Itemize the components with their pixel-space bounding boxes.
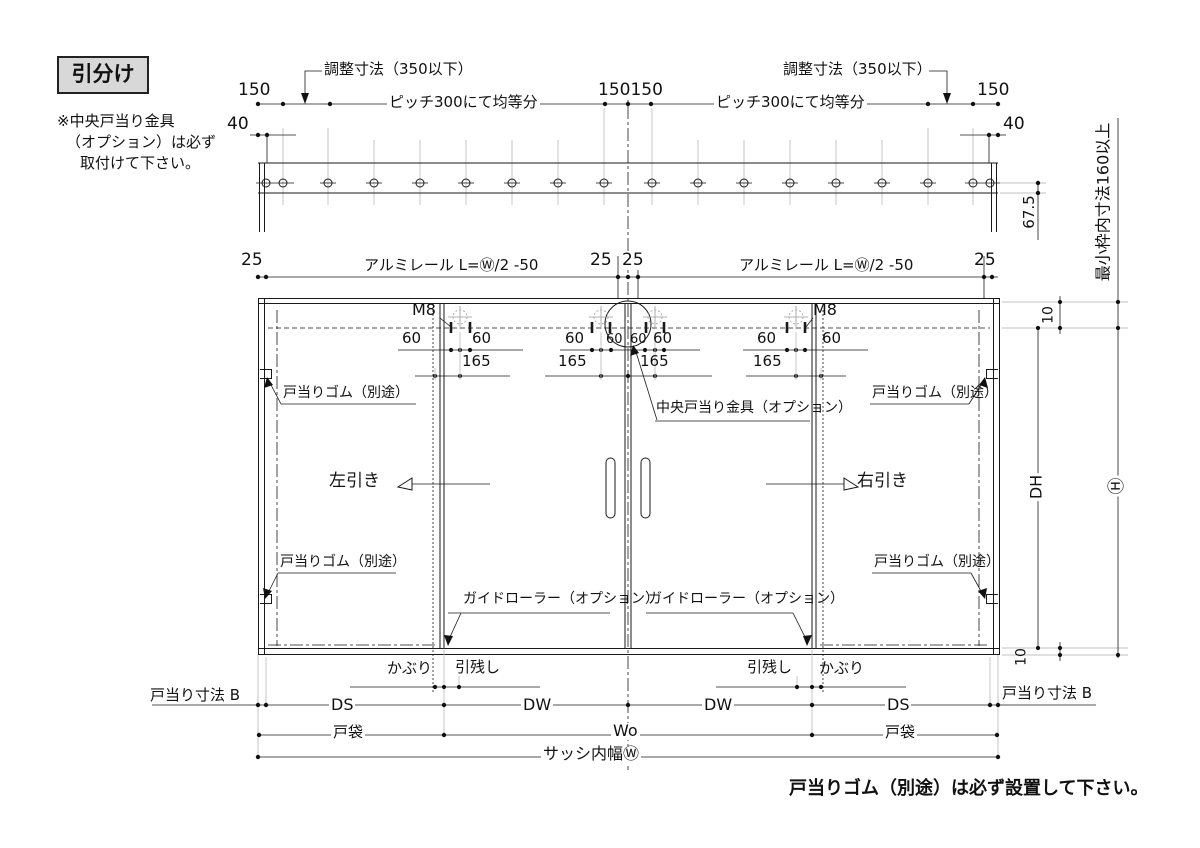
- center-stop-label: 中央戸当り金具（オプション）: [656, 400, 852, 416]
- dim-60-1: 60: [402, 329, 422, 347]
- kaburi-label-right: かぶり: [819, 659, 865, 677]
- left-door-handle: [605, 457, 616, 519]
- dim-150-right: 150: [977, 80, 1010, 100]
- dim-ds-right: DS: [885, 695, 912, 714]
- adjust-dim-label-right: 調整寸法（350以下）: [783, 60, 932, 78]
- dim-165-3: 165: [640, 352, 669, 370]
- stop-rubber-label-tr: 戸当りゴム（別途）: [872, 385, 998, 401]
- dim-ds-left: DS: [329, 695, 356, 714]
- dim-165-2: 165: [558, 352, 587, 370]
- stop-rubber-label-tl: 戸当りゴム（別途）: [283, 385, 409, 401]
- dim-60-6: 60: [653, 329, 673, 347]
- dim-60-3: 60: [565, 329, 585, 347]
- dim-60-8: 60: [822, 329, 842, 347]
- m8-label-left: M8: [412, 300, 436, 319]
- rail-holes: [256, 178, 1000, 188]
- alumi-rail-label-left: アルミレール L=Ⓦ/2 -50: [362, 256, 541, 274]
- bottom-dimensions: [152, 650, 1096, 760]
- dim-60-4: 60: [606, 332, 623, 347]
- dim-150-left: 150: [238, 80, 271, 100]
- dim-25-center1: 25: [588, 250, 614, 270]
- min-frame-dim-label: 最小枠内寸法160以上: [1093, 122, 1113, 282]
- guide-roller-label-left: ガイドローラー（オプション）: [463, 591, 659, 607]
- stop-rubber-label-bl: 戸当りゴム（別途）: [280, 554, 406, 570]
- pitch-label-left: ピッチ300にて均等分: [387, 93, 540, 111]
- dim-40-right: 40: [1003, 114, 1025, 134]
- hikinokoshi-label-right: 引残し: [747, 658, 793, 676]
- stop-dim-b-left: 戸当り寸法 B: [150, 686, 241, 704]
- right-door-handle: [640, 457, 651, 519]
- adjust-dim-label-left: 調整寸法（350以下）: [324, 60, 473, 78]
- center-stop-detail-circle: [604, 300, 652, 348]
- stop-rubber-label-br: 戸当りゴム（別途）: [874, 554, 1000, 570]
- sash-inner-width-label: サッシ内幅Ⓦ: [541, 744, 642, 763]
- dim-60-7: 60: [757, 329, 777, 347]
- dim-60-5: 60: [630, 332, 647, 347]
- top-note-line3: 取付けて下さい。: [80, 154, 201, 172]
- top-rail: [256, 108, 1000, 232]
- dim-25-right: 25: [974, 250, 996, 270]
- pitch-label-right: ピッチ300にて均等分: [714, 93, 867, 111]
- right-slide-label: 右引き: [857, 471, 908, 491]
- top-note-line1: ※中央戸当り金具: [57, 112, 175, 130]
- left-slide-label: 左引き: [329, 471, 380, 491]
- tobukuro-label-left: 戸袋: [331, 723, 366, 741]
- dim-dw-left: DW: [521, 695, 554, 714]
- dim-67-5: 67.5: [1020, 195, 1039, 229]
- dim-165-4: 165: [753, 352, 782, 370]
- dim-150150-center: 150150: [596, 80, 665, 100]
- crosshair-marks: [448, 306, 808, 329]
- top-dimensions: [250, 70, 1046, 240]
- label-leaders: [260, 345, 998, 646]
- doors: [268, 84, 990, 770]
- tobukuro-label-right: 戸袋: [883, 723, 918, 741]
- top-note-line2: （オプション）は必ず: [66, 133, 217, 151]
- diagram-title: 引分け: [57, 56, 149, 94]
- kaburi-label-left: かぶり: [387, 659, 433, 677]
- stop-dim-b-right: 戸当り寸法 B: [1002, 684, 1093, 702]
- bottom-note: 戸当りゴム（別途）は必ず設置して下さい。: [789, 778, 1149, 799]
- hanger-dims: [398, 306, 868, 380]
- dim-dh: DH: [1026, 472, 1046, 502]
- dim-10-bottom: 10: [1013, 648, 1030, 666]
- dim-h-circled: Ⓗ: [1107, 475, 1128, 497]
- dim-40-left: 40: [227, 114, 249, 134]
- dim-10-top: 10: [1040, 306, 1057, 324]
- frame: [258, 298, 1000, 655]
- alumi-rail-label-right: アルミレール L=Ⓦ/2 -50: [737, 256, 916, 274]
- dim-dw-right: DW: [702, 695, 735, 714]
- guide-roller-label-right: ガイドローラー（オプション）: [648, 591, 844, 607]
- hikinokoshi-label-left: 引残し: [455, 658, 501, 676]
- m8-label-right: M8: [813, 300, 837, 319]
- dim-60-2: 60: [472, 329, 492, 347]
- dim-165-1: 165: [462, 352, 491, 370]
- dim-wo: Wo: [611, 721, 640, 740]
- dim-25-left: 25: [241, 250, 263, 270]
- dim-25-center2: 25: [620, 250, 646, 270]
